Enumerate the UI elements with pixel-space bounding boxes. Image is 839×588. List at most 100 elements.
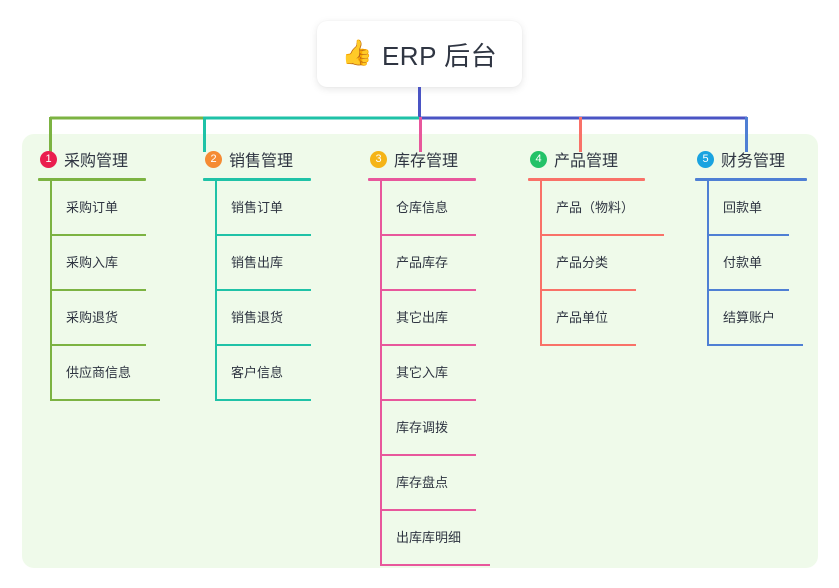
column-purchasing: 1 采购管理采购订单采购入库采购退货供应商信息 [38, 146, 188, 401]
number-badge-product: 4 [530, 150, 547, 168]
root-node[interactable]: 👍 ERP 后台 [317, 21, 522, 87]
item-list-purchasing: 采购订单采购入库采购退货供应商信息 [38, 181, 188, 401]
leaf-rule [707, 234, 789, 236]
leaf-label: 产品库存 [396, 255, 449, 270]
leaf-item[interactable]: 付款单 [695, 236, 839, 291]
leaf-item[interactable]: 销售退货 [203, 291, 353, 346]
item-list-finance: 回款单付款单结算账户 [695, 181, 839, 346]
leaf-label: 客户信息 [231, 365, 284, 380]
item-list-product: 产品（物料） 产品分类产品单位 [528, 181, 688, 346]
item-list-inventory: 仓库信息产品库存其它出库其它入库库存调拨库存盘点出库库明细 [368, 181, 518, 566]
number-badge-sales: 2 [205, 150, 222, 168]
leaf-rule [380, 399, 476, 401]
leaf-rule [380, 344, 476, 346]
leaf-item[interactable]: 销售订单 [203, 181, 353, 236]
leaf-rule [540, 344, 636, 346]
leaf-label: 采购入库 [66, 255, 119, 270]
column-header-purchasing[interactable]: 1 采购管理 [38, 146, 188, 172]
column-title-inventory: 库存管理 [394, 153, 459, 170]
number-badge-finance: 5 [697, 150, 714, 168]
leaf-label: 结算账户 [723, 310, 776, 325]
leaf-item[interactable]: 采购退货 [38, 291, 188, 346]
leaf-rule [380, 509, 476, 511]
leaf-rule [50, 399, 160, 401]
column-header-sales[interactable]: 2 销售管理 [203, 146, 353, 172]
leaf-label: 供应商信息 [66, 365, 132, 380]
column-spine-product [540, 181, 542, 346]
leaf-rule [707, 344, 803, 346]
column-header-inventory[interactable]: 3 库存管理 [368, 146, 518, 172]
leaf-rule [380, 564, 490, 566]
leaf-label: 库存调拨 [396, 420, 449, 435]
column-header-finance[interactable]: 5 财务管理 [695, 146, 839, 172]
column-rule-sales [203, 178, 311, 181]
column-rule-finance [695, 178, 807, 181]
column-finance: 5 财务管理回款单付款单结算账户 [695, 146, 839, 346]
leaf-label: 仓库信息 [396, 200, 449, 215]
leaf-label: 采购订单 [66, 200, 119, 215]
leaf-item[interactable]: 回款单 [695, 181, 839, 236]
leaf-label: 付款单 [723, 255, 763, 270]
leaf-label: 其它出库 [396, 310, 449, 325]
number-badge-purchasing: 1 [40, 150, 57, 168]
column-spine-inventory [380, 181, 382, 566]
leaf-label: 产品分类 [556, 255, 609, 270]
leaf-label: 采购退货 [66, 310, 119, 325]
leaf-item[interactable]: 销售出库 [203, 236, 353, 291]
leaf-rule [540, 289, 636, 291]
leaf-item[interactable]: 其它出库 [368, 291, 518, 346]
leaf-label: 销售出库 [231, 255, 284, 270]
column-header-product[interactable]: 4 产品管理 [528, 146, 688, 172]
leaf-label: 销售退货 [231, 310, 284, 325]
leaf-label: 其它入库 [396, 365, 449, 380]
leaf-item[interactable]: 库存调拨 [368, 401, 518, 456]
leaf-rule [50, 234, 146, 236]
item-list-sales: 销售订单销售出库销售退货客户信息 [203, 181, 353, 401]
column-rule-inventory [368, 178, 476, 181]
leaf-item[interactable]: 采购订单 [38, 181, 188, 236]
leaf-item[interactable]: 产品单位 [528, 291, 688, 346]
leaf-rule [380, 454, 476, 456]
column-product: 4 产品管理产品（物料） 产品分类产品单位 [528, 146, 688, 346]
leaf-label: 销售订单 [231, 200, 284, 215]
leaf-item[interactable]: 其它入库 [368, 346, 518, 401]
column-spine-finance [707, 181, 709, 346]
column-rule-purchasing [38, 178, 146, 181]
leaf-item[interactable]: 客户信息 [203, 346, 353, 401]
leaf-item[interactable]: 出库库明细 [368, 511, 518, 566]
leaf-rule [215, 344, 311, 346]
leaf-item[interactable]: 结算账户 [695, 291, 839, 346]
column-rule-product [528, 178, 645, 181]
column-inventory: 3 库存管理仓库信息产品库存其它出库其它入库库存调拨库存盘点出库库明细 [368, 146, 518, 566]
leaf-label: 产品（物料） [556, 200, 635, 215]
leaf-item[interactable]: 产品（物料） [528, 181, 688, 236]
leaf-item[interactable]: 库存盘点 [368, 456, 518, 511]
column-spine-sales [215, 181, 217, 401]
leaf-rule [50, 344, 146, 346]
column-title-purchasing: 采购管理 [64, 153, 129, 170]
number-badge-inventory: 3 [370, 150, 387, 168]
column-title-product: 产品管理 [554, 153, 619, 170]
leaf-item[interactable]: 仓库信息 [368, 181, 518, 236]
column-title-finance: 财务管理 [721, 153, 786, 170]
leaf-rule [707, 289, 789, 291]
leaf-rule [380, 289, 476, 291]
leaf-rule [50, 289, 146, 291]
leaf-item[interactable]: 采购入库 [38, 236, 188, 291]
leaf-rule [380, 234, 476, 236]
root-title: ERP 后台 [381, 40, 498, 71]
leaf-rule [540, 234, 664, 236]
leaf-rule [215, 399, 311, 401]
leaf-label: 出库库明细 [396, 530, 462, 545]
leaf-item[interactable]: 供应商信息 [38, 346, 188, 401]
column-title-sales: 销售管理 [229, 153, 294, 170]
diagram-panel [22, 134, 818, 568]
leaf-item[interactable]: 产品库存 [368, 236, 518, 291]
leaf-item[interactable]: 产品分类 [528, 236, 688, 291]
column-sales: 2 销售管理销售订单销售出库销售退货客户信息 [203, 146, 353, 401]
leaf-label: 库存盘点 [396, 475, 449, 490]
leaf-label: 产品单位 [556, 310, 609, 325]
thumbs-up-icon: 👍 [341, 38, 373, 67]
leaf-label: 回款单 [723, 200, 763, 215]
leaf-rule [215, 289, 311, 291]
